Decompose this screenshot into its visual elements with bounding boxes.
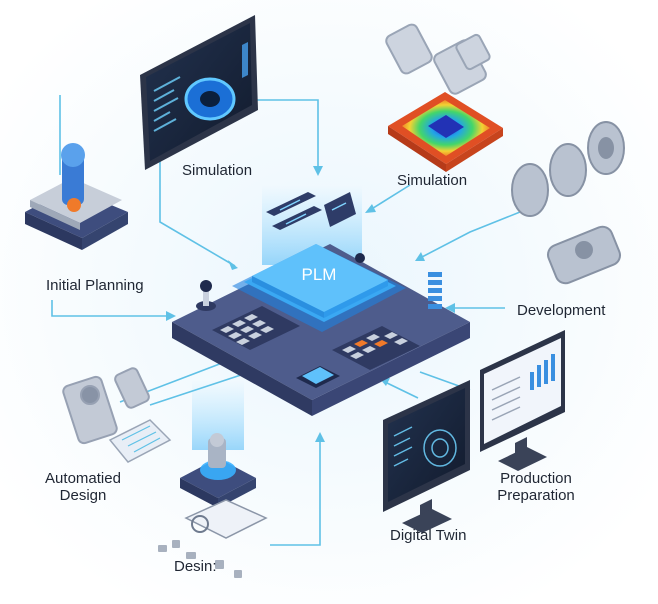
design-arm-icon xyxy=(208,438,226,468)
development-parts xyxy=(511,121,625,285)
production-preparation-monitor xyxy=(480,330,565,471)
keypad-left xyxy=(212,306,300,350)
label-production-line2: Preparation xyxy=(497,487,575,504)
connector-design xyxy=(270,438,321,546)
label-digital-twin: Digital Twin xyxy=(390,527,467,544)
twin-ring-icon xyxy=(423,429,457,467)
simulation-monitor-left xyxy=(140,15,258,170)
label-simulation-right: Simulation xyxy=(397,172,468,189)
connector-initial-planning-2 xyxy=(51,300,170,317)
gear-part-icon xyxy=(191,515,209,533)
joystick-icon xyxy=(196,280,216,311)
label-automated-design-line2: Design xyxy=(59,487,107,504)
label-automated-design-line1: Automatied xyxy=(45,470,121,487)
connector-digital-twin xyxy=(384,381,419,399)
label-automated-design: Automatied Design xyxy=(45,470,121,504)
drawing-sheet-icon xyxy=(108,419,172,463)
label-development: Development xyxy=(517,302,606,319)
connector-simulation-right xyxy=(369,184,411,211)
digital-twin-monitor xyxy=(383,380,470,533)
level-bars-icon xyxy=(428,272,442,309)
label-production-preparation: Production Preparation xyxy=(497,470,575,504)
connector-arrowheads xyxy=(166,166,455,442)
plm-hub xyxy=(172,185,470,416)
glowing-button-icon xyxy=(296,366,340,388)
label-initial-planning: Initial Planning xyxy=(46,277,144,294)
keypad-right xyxy=(332,326,420,370)
design-device xyxy=(158,380,268,578)
label-simulation-left: Simulation xyxy=(182,162,253,179)
initial-planning-device xyxy=(25,143,128,250)
simulation-heatmap xyxy=(385,23,503,172)
shaft-part-icon xyxy=(511,121,625,217)
hub-label-plm: PLM xyxy=(301,265,337,284)
label-production-line1: Production xyxy=(500,470,572,487)
connector-development xyxy=(419,211,521,259)
label-design: Desin: xyxy=(174,558,217,575)
automated-design-parts xyxy=(62,367,172,463)
floating-panels-icon xyxy=(266,192,356,230)
bracket-part-icon xyxy=(547,225,621,285)
scattered-parts-icon xyxy=(158,540,242,578)
connector-simulation-left xyxy=(159,160,236,267)
clamp-part-icon xyxy=(385,23,491,95)
bar-chart-icon xyxy=(530,354,555,390)
